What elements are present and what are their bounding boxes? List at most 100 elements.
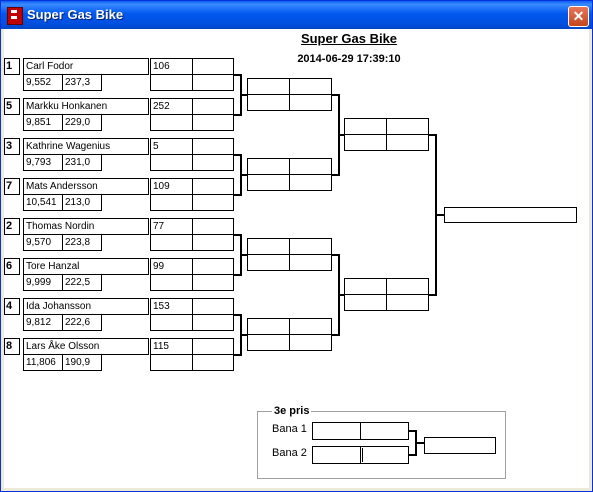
third-place-legend: 3e pris (272, 405, 312, 417)
round2-cell[interactable] (289, 174, 332, 191)
result-cell[interactable] (192, 58, 234, 75)
round2-cell[interactable] (289, 238, 332, 255)
bracket-line (415, 442, 424, 444)
round2-cell[interactable] (247, 238, 290, 255)
result-cell[interactable] (192, 258, 234, 275)
score-field[interactable]: 252 (150, 98, 193, 115)
result-cell[interactable] (150, 354, 193, 371)
speed-field[interactable]: 222,6 (62, 314, 102, 331)
semi-final-cell[interactable] (344, 294, 387, 311)
result-cell[interactable] (150, 274, 193, 291)
bracket-line (435, 214, 445, 216)
rider-name-field[interactable]: Ida Johansson (23, 298, 149, 315)
reaction-time-field[interactable]: 9,552 (23, 74, 63, 91)
score-field[interactable]: 153 (150, 298, 193, 315)
semi-final-cell[interactable] (344, 134, 387, 151)
result-cell[interactable] (192, 354, 234, 371)
result-cell[interactable] (192, 234, 234, 251)
reaction-time-field[interactable]: 10,541 (23, 194, 63, 211)
third-lane1-cell[interactable] (360, 422, 409, 440)
reaction-time-field[interactable]: 9,851 (23, 114, 63, 131)
result-cell[interactable] (192, 138, 234, 155)
lane-2-label: Bana 2 (272, 447, 307, 459)
result-cell[interactable] (150, 154, 193, 171)
result-cell[interactable] (192, 74, 234, 91)
third-lane1-cell[interactable] (312, 422, 361, 440)
rider-name-field[interactable]: Kathrine Wagenius (23, 138, 149, 155)
round2-cell[interactable] (247, 174, 290, 191)
speed-field[interactable]: 222,5 (62, 274, 102, 291)
speed-field[interactable]: 231,0 (62, 154, 102, 171)
score-field[interactable]: 106 (150, 58, 193, 75)
bracket-line (332, 94, 339, 96)
result-cell[interactable] (192, 114, 234, 131)
rider-name-field[interactable]: Thomas Nordin (23, 218, 149, 235)
bracket-line (332, 254, 339, 256)
result-cell[interactable] (192, 98, 234, 115)
speed-field[interactable]: 190,9 (62, 354, 102, 371)
semi-final-cell[interactable] (344, 118, 387, 135)
semi-final-cell[interactable] (386, 134, 429, 151)
third-place-winner-field[interactable] (424, 437, 496, 454)
result-cell[interactable] (150, 114, 193, 131)
score-field[interactable]: 77 (150, 218, 193, 235)
round2-cell[interactable] (247, 158, 290, 175)
reaction-time-field[interactable]: 11,806 (23, 354, 63, 371)
round2-cell[interactable] (289, 94, 332, 111)
reaction-time-field[interactable]: 9,793 (23, 154, 63, 171)
speed-field[interactable]: 229,0 (62, 114, 102, 131)
round2-cell[interactable] (247, 334, 290, 351)
rider-name-field[interactable]: Lars Åke Olsson (23, 338, 149, 355)
result-cell[interactable] (192, 314, 234, 331)
semi-final-cell[interactable] (386, 294, 429, 311)
final-winner-field[interactable] (444, 207, 577, 223)
speed-field[interactable]: 223,8 (62, 234, 102, 251)
result-cell[interactable] (192, 218, 234, 235)
result-cell[interactable] (192, 298, 234, 315)
rider-name-field[interactable]: Tore Hanzal (23, 258, 149, 275)
third-lane2-cell[interactable] (360, 446, 409, 464)
round2-cell[interactable] (289, 78, 332, 95)
round2-cell[interactable] (247, 94, 290, 111)
score-field[interactable]: 115 (150, 338, 193, 355)
result-cell[interactable] (192, 338, 234, 355)
score-field[interactable]: 5 (150, 138, 193, 155)
reaction-time-field[interactable]: 9,999 (23, 274, 63, 291)
bracket-line (240, 94, 248, 96)
result-cell[interactable] (150, 234, 193, 251)
result-cell[interactable] (192, 194, 234, 211)
bracket-line (234, 154, 241, 156)
result-cell[interactable] (150, 194, 193, 211)
close-button[interactable]: ✕ (568, 6, 589, 27)
rider-name-field[interactable]: Markku Honkanen (23, 98, 149, 115)
round2-cell[interactable] (289, 158, 332, 175)
rider-name-field[interactable]: Mats Andersson (23, 178, 149, 195)
semi-final-cell[interactable] (344, 278, 387, 295)
reaction-time-field[interactable]: 9,812 (23, 314, 63, 331)
seed-number: 5 (4, 98, 20, 115)
seed-number: 4 (4, 298, 20, 315)
result-cell[interactable] (192, 274, 234, 291)
round2-cell[interactable] (289, 254, 332, 271)
speed-field[interactable]: 213,0 (62, 194, 102, 211)
round2-cell[interactable] (289, 318, 332, 335)
result-cell[interactable] (150, 74, 193, 91)
page-title: Super Gas Bike (300, 31, 398, 46)
round2-cell[interactable] (247, 318, 290, 335)
result-cell[interactable] (150, 314, 193, 331)
result-cell[interactable] (192, 154, 234, 171)
round2-cell[interactable] (247, 254, 290, 271)
third-lane2-cell[interactable] (312, 446, 361, 464)
speed-field[interactable]: 237,3 (62, 74, 102, 91)
round2-cell[interactable] (247, 78, 290, 95)
score-field[interactable]: 99 (150, 258, 193, 275)
rider-name-field[interactable]: Carl Fodor (23, 58, 149, 75)
title-bar[interactable]: Super Gas Bike ✕ (1, 1, 592, 29)
round2-cell[interactable] (289, 334, 332, 351)
score-field[interactable]: 109 (150, 178, 193, 195)
result-cell[interactable] (192, 178, 234, 195)
semi-final-cell[interactable] (386, 118, 429, 135)
semi-final-cell[interactable] (386, 278, 429, 295)
reaction-time-field[interactable]: 9,570 (23, 234, 63, 251)
bracket-line (234, 354, 241, 356)
